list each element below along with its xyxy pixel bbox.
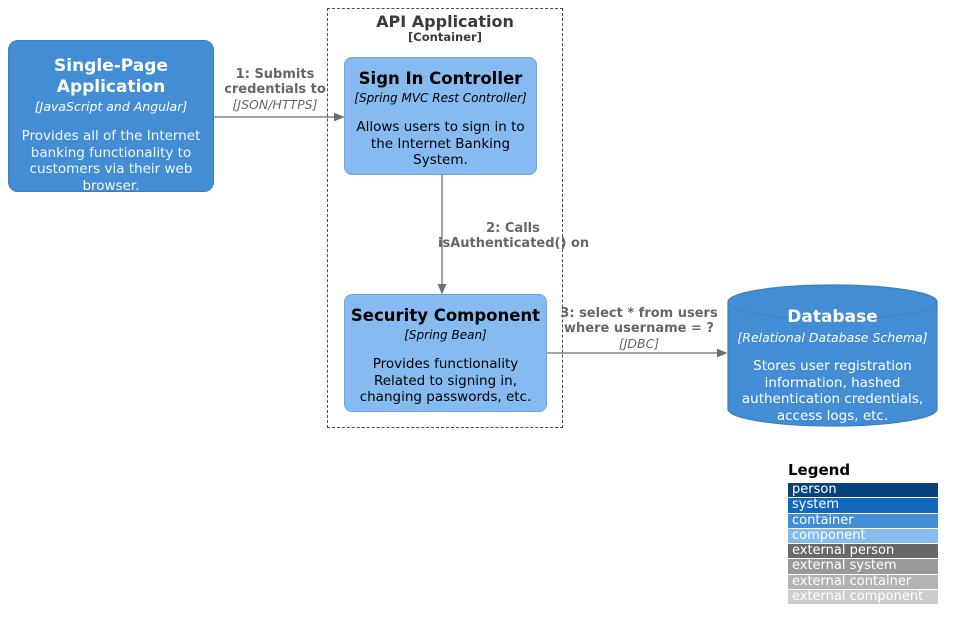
database-text: Database [Relational Database Schema] St… — [727, 307, 938, 424]
legend-item-external-person: external person — [788, 544, 938, 559]
boundary-api-application: API Application [Container] — [327, 8, 563, 428]
node-title: Database — [787, 307, 878, 327]
node-technology: [Spring MVC Rest Controller] — [354, 91, 527, 106]
legend-item-container: container — [788, 513, 938, 528]
node-single-page-application: Single-Page Application [JavaScript and … — [8, 40, 214, 194]
relationship-text: 1: Submits credentials to — [224, 67, 326, 97]
arrow-1-submits-credentials — [214, 112, 345, 122]
legend-item-label: person — [792, 483, 837, 497]
node-description: Allows users to sign in to the Internet … — [356, 119, 525, 169]
node-description: Stores user registration information, ha… — [741, 358, 924, 424]
node-sign-in-controller: Sign In Controller [Spring MVC Rest Cont… — [344, 57, 537, 175]
legend-title: Legend — [788, 461, 851, 479]
legend-item-external-container: external container — [788, 574, 938, 590]
legend-item-label: external container — [792, 574, 912, 589]
node-title: Sign In Controller — [358, 69, 523, 88]
legend-item-system: system — [788, 498, 938, 513]
database-cylinder-icon — [727, 284, 938, 427]
legend-item-person: person — [788, 483, 938, 498]
legend-item-label: component — [792, 528, 866, 543]
node-technology: [Spring Bean] — [404, 328, 487, 343]
node-database: Database [Relational Database Schema] St… — [727, 284, 938, 427]
relationship-label-2: 2: Calls isAuthenticated() on — [438, 221, 590, 251]
boundary-title: API Application — [376, 12, 514, 31]
legend-item-label: external component — [792, 590, 924, 605]
legend-item-label: external system — [792, 559, 897, 574]
relationship-text: 2: Calls isAuthenticated() on — [438, 221, 590, 251]
legend-item-label: container — [792, 513, 854, 528]
legend-item-external-system: external system — [788, 559, 938, 574]
legend-item-label: external person — [792, 544, 895, 559]
relationship-label-3: 3: select * from users where username = … — [556, 306, 722, 351]
node-technology: [Relational Database Schema] — [737, 329, 928, 345]
node-title: Single-Page Application — [54, 56, 168, 97]
relationship-label-1: 1: Submits credentials to [JSON/HTTPS] — [205, 67, 345, 112]
legend: Legend person system container component… — [788, 461, 938, 605]
node-description: Provides all of the Internet banking fun… — [21, 128, 201, 194]
node-technology: [JavaScript and Angular] — [34, 99, 188, 115]
relationship-technology: [JSON/HTTPS] — [232, 97, 318, 112]
node-security-component: Security Component [Spring Bean] Provide… — [344, 294, 547, 412]
legend-item-label: system — [792, 498, 839, 513]
legend-item-component: component — [788, 528, 938, 544]
legend-item-external-component: external component — [788, 590, 938, 605]
relationship-text: 3: select * from users where username = … — [560, 306, 718, 336]
node-title: Security Component — [350, 306, 541, 325]
boundary-subtitle: [Container] — [408, 30, 482, 45]
node-description: Provides functionality Related to signin… — [359, 356, 532, 406]
relationship-technology: [JDBC] — [618, 336, 660, 351]
